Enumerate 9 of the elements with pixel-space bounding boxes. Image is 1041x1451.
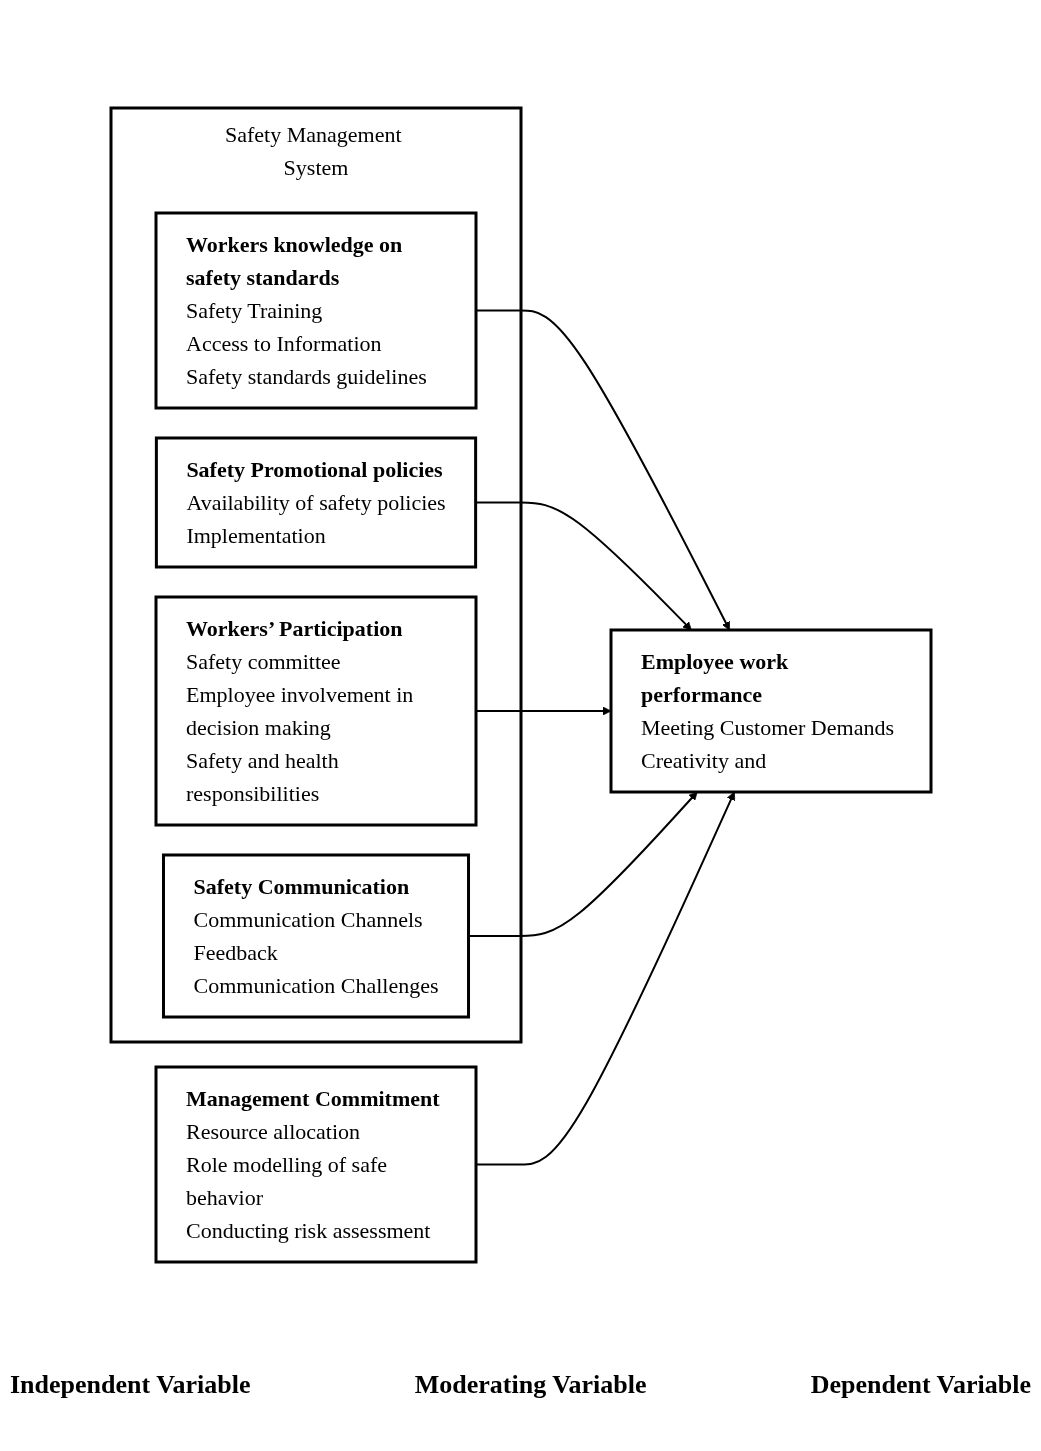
- node-box: Workers’ Participation Safety committee Employee involvement in decision making Safety and health responsibilities: [154, 595, 477, 827]
- node-box: Management Commitment Resource allocation Role modelling of safe behavior Conducting risk assessment: [154, 1065, 477, 1264]
- node-box: Employee work performance Meeting Customer Demands Creativity and: [609, 628, 932, 794]
- node-box: Safety Promotional policies Availability of safety policies Implementation: [154, 436, 477, 569]
- variable-label: Moderating Variable: [414, 1370, 647, 1400]
- node-box: Workers knowledge on safety standards Safety Training Access to Information Safety standards guidelines: [154, 211, 477, 410]
- node-box: Safety Communication Communication Channels Feedback Communication Challenges: [161, 853, 470, 1019]
- variable-label: Dependent Variable: [810, 1370, 1031, 1400]
- variable-label: Independent Variable: [10, 1370, 251, 1400]
